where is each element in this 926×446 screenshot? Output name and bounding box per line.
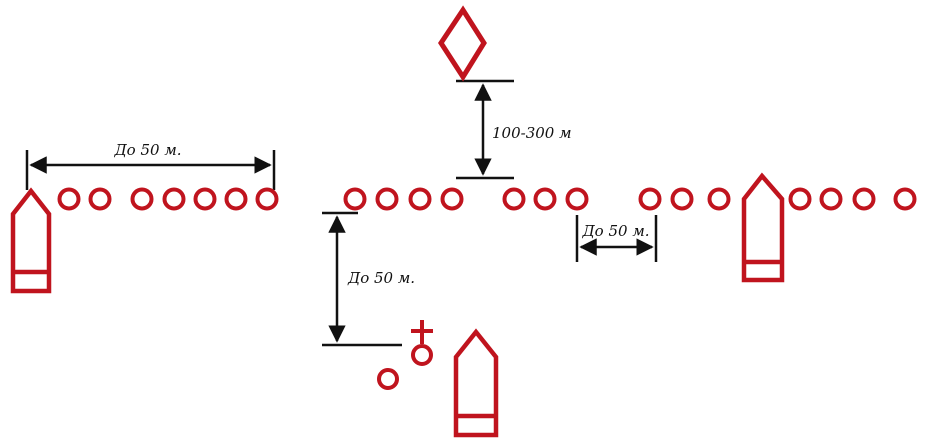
buoy-icon [130, 187, 154, 211]
label-left-spacing: До 50 м. [113, 141, 181, 159]
buoy-icon [819, 187, 843, 211]
dimension-top-distance: 100-300 м [456, 79, 572, 180]
buoy-icon [565, 187, 589, 211]
buoy-icon [893, 187, 917, 211]
buoy-icon [375, 187, 399, 211]
label-right-gap: До 50 м. [581, 222, 649, 240]
buoy-icon [343, 187, 367, 211]
buoy-icon [57, 187, 81, 211]
buoy-icon [408, 187, 432, 211]
buoy-icon [440, 187, 464, 211]
small-buoy-icon [377, 368, 399, 390]
label-top-distance: 100-300 м [492, 124, 572, 142]
dimension-left-spacing: До 50 м. [25, 141, 276, 190]
buoy-icon [670, 187, 694, 211]
buoy-icon [852, 187, 876, 211]
buoy-icon [162, 187, 186, 211]
buoy-icon [224, 187, 248, 211]
dimension-right-gap: До 50 м. [575, 215, 658, 262]
buoy-icon [255, 187, 279, 211]
label-bottom-offset: До 50 м. [347, 269, 415, 287]
boat-marker-bottom-icon [453, 328, 499, 438]
dimension-bottom-offset: До 50 м. [322, 211, 415, 347]
boat-marker-right-icon [741, 172, 785, 283]
buoy-row [57, 187, 917, 211]
boat-marker-left-icon [10, 187, 52, 294]
buoy-icon [533, 187, 557, 211]
buoy-icon [502, 187, 526, 211]
buoy-icon [707, 187, 731, 211]
buoy-icon [88, 187, 112, 211]
cross-buoy-icon [411, 320, 433, 366]
buoy-icon [638, 187, 662, 211]
diamond-mark-icon [438, 5, 487, 82]
buoy-icon [788, 187, 812, 211]
buoy-icon [193, 187, 217, 211]
